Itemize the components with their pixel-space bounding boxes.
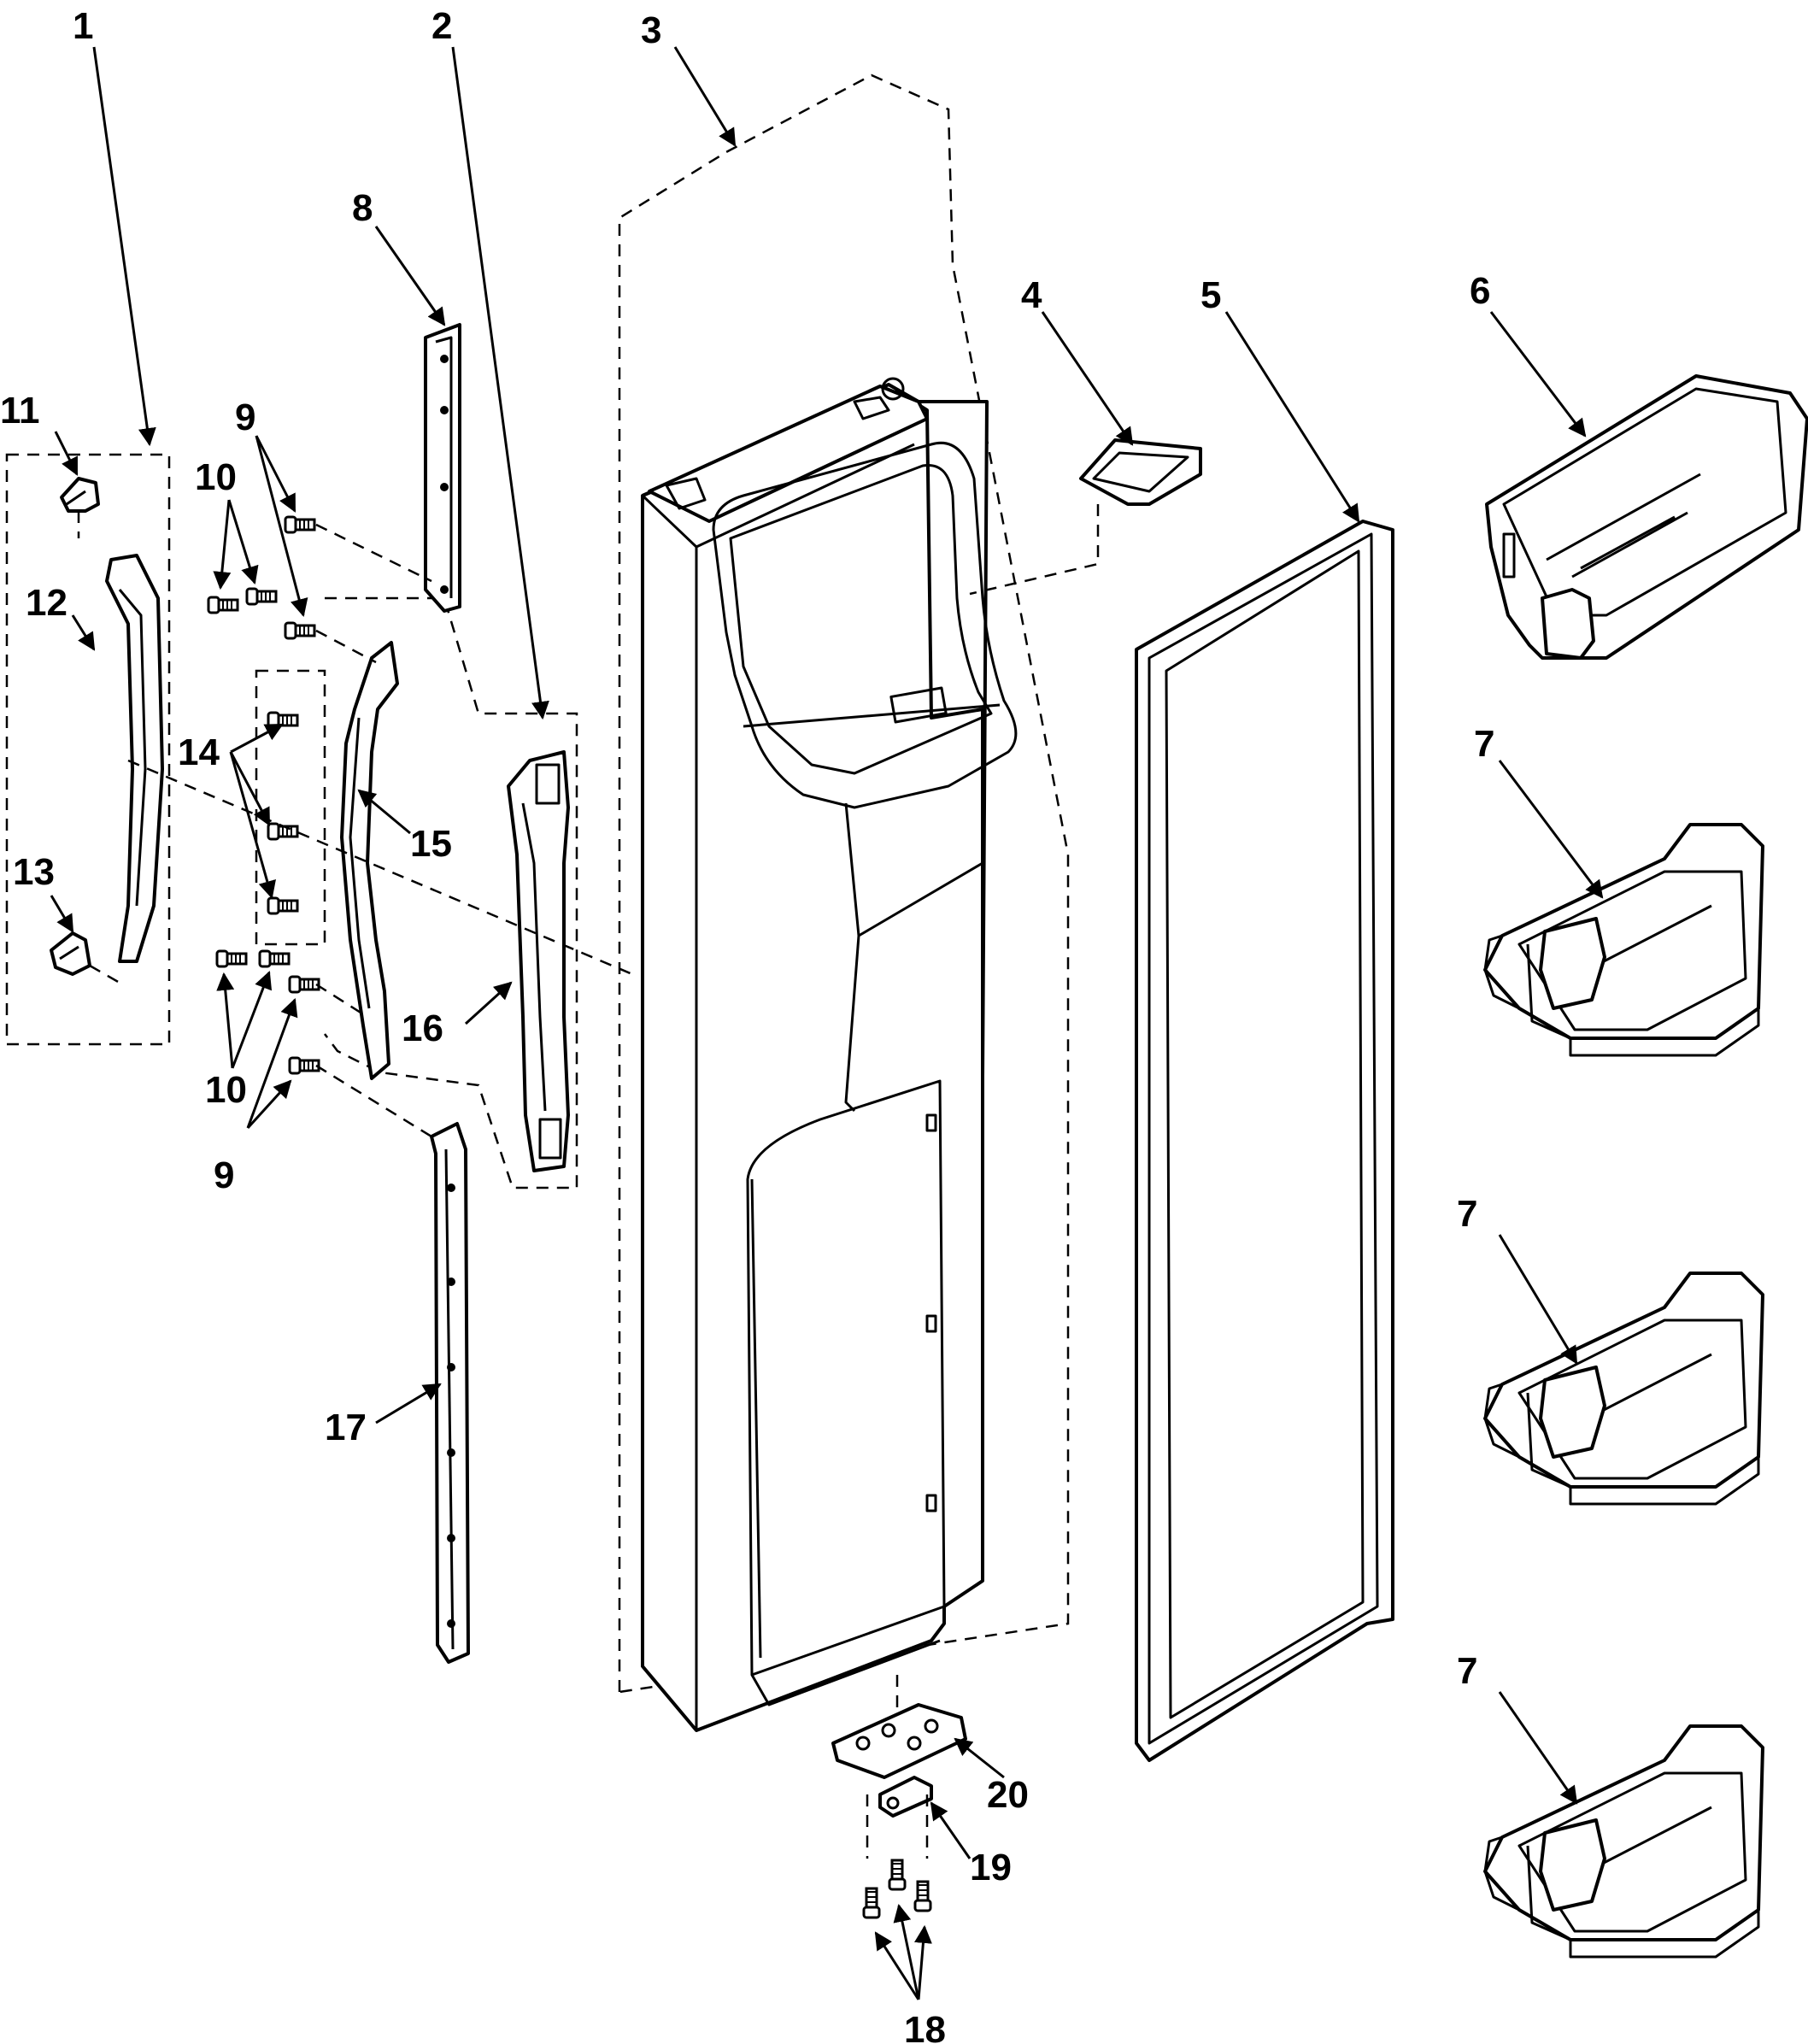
callout-6: 6 [1470,270,1490,312]
part-18-screws [862,1859,932,1919]
callout-18: 18 [904,2009,946,2044]
callout-9a: 9 [235,396,255,438]
part-17-trim[interactable] [430,1122,470,1664]
callout-9b: 9 [214,1154,234,1196]
callout-2: 2 [431,5,452,47]
callout-11: 11 [0,390,40,432]
part-4-cup[interactable] [969,438,1202,596]
screw-10-bottom-b[interactable] [258,949,291,968]
part-8-trim[interactable] [424,323,461,613]
part-7-bin-a[interactable] [1483,823,1764,1057]
part-7-bin-b[interactable] [1483,1272,1764,1506]
callout-19: 19 [970,1847,1012,1888]
callout-4: 4 [1021,274,1042,316]
callout-10b: 10 [205,1069,247,1111]
part-6-bin[interactable] [1485,374,1808,660]
callout-14: 14 [178,731,220,773]
screw-9-bottom-a[interactable] [288,975,320,994]
callout-5: 5 [1200,274,1221,316]
callout-10a: 10 [195,456,237,498]
part-7-bin-c[interactable] [1483,1724,1764,1959]
part-3-door-assembly [618,73,1070,1694]
callout-7b: 7 [1457,1193,1477,1235]
part-5-gasket[interactable] [1135,520,1394,1762]
callout-15: 15 [410,823,452,865]
screw-10-top-b[interactable] [207,596,239,614]
leader-lines [50,46,1604,2000]
callout-16: 16 [402,1007,443,1049]
screw-10-bottom-a[interactable] [215,949,248,968]
screw-18-b[interactable] [862,1887,881,1919]
callout-labels: 1 2 3 4 5 6 7 7 7 8 9 9 10 10 11 12 13 1… [0,5,1494,2044]
screw-10-top-a[interactable] [245,587,278,606]
alignment-lines-left [127,523,633,1138]
part-13-clip[interactable] [50,931,91,976]
part-16-handle[interactable] [507,750,570,1172]
screw-18-a[interactable] [888,1859,907,1891]
part-12-handle-cover[interactable] [105,554,164,963]
screw-9-bottom-b[interactable] [288,1056,320,1075]
screw-14-a[interactable] [267,711,299,730]
screw-9-top[interactable] [284,515,316,534]
callout-3: 3 [641,9,661,51]
part-20-hinge-plate[interactable] [831,1703,967,1779]
callout-12: 12 [26,582,68,624]
screw-14-c[interactable] [267,896,299,915]
callout-17: 17 [325,1407,367,1448]
part-15-handle-bracket[interactable] [340,641,399,1080]
screw-18-c[interactable] [913,1880,932,1912]
part-19-hinge-bracket[interactable] [878,1776,933,1818]
callout-7a: 7 [1474,723,1494,765]
callout-1: 1 [73,5,93,47]
assembly-1-group [5,453,171,1046]
callout-7c: 7 [1457,1650,1477,1692]
callout-8: 8 [352,187,373,229]
part-3-door[interactable] [641,377,1018,1732]
screw-9-mid[interactable] [284,621,316,640]
part-11-clip[interactable] [60,477,100,513]
assembly-2-group [255,596,578,1189]
callout-13: 13 [13,851,55,893]
callout-20: 20 [987,1774,1029,1816]
